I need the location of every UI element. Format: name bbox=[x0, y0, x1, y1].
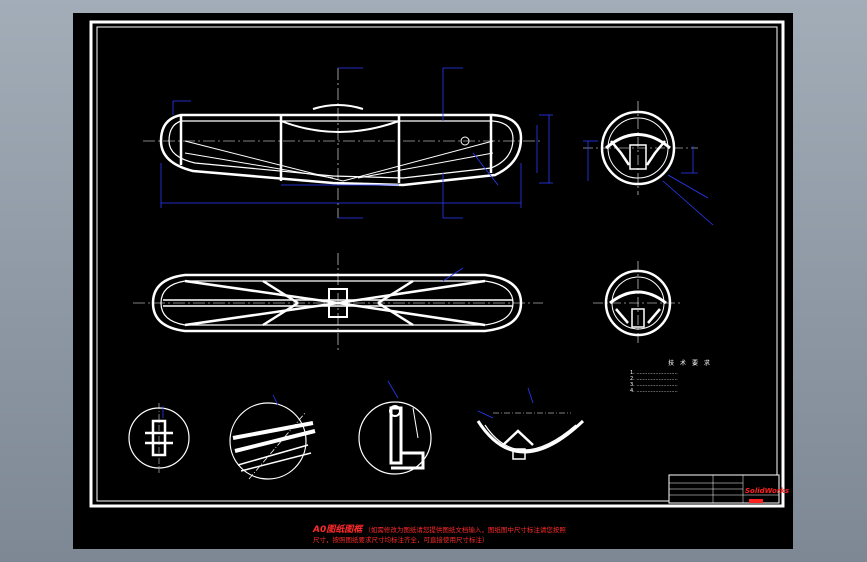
outer-frame bbox=[89, 20, 785, 508]
title-block bbox=[668, 474, 780, 504]
footer-line-2: 尺寸，按照图纸要求尺寸均标注齐全，可直接使用尺寸标注） bbox=[313, 536, 489, 544]
detail-view-a bbox=[128, 403, 190, 473]
cad-drawing-canvas: 技 术 要 求 1. .......................... 2.… bbox=[73, 13, 793, 549]
detail-leaders bbox=[162, 380, 534, 418]
front-view bbox=[159, 104, 523, 187]
technical-notes: 技 术 要 求 1. .......................... 2.… bbox=[630, 360, 750, 395]
note-line: 2. .......................... bbox=[630, 376, 678, 382]
footer-line-1: （如需修改为图纸请您提供图纸文档输入，图纸图中尺寸标注请您按照 bbox=[364, 526, 566, 534]
footer-notes: A0图纸图框 （如需修改为图纸请您提供图纸文档输入，图纸图中尺寸标注请您按照 尺… bbox=[313, 525, 783, 545]
note-line: 4. .......................... bbox=[630, 388, 678, 394]
front-view-dimensions bbox=[160, 67, 553, 219]
inner-frame bbox=[96, 26, 778, 502]
cad-drawing bbox=[89, 20, 785, 508]
detail-view-c bbox=[358, 401, 432, 475]
note-line: 3. .......................... bbox=[630, 382, 678, 388]
title-block-logo: SolidWorks bbox=[745, 487, 790, 495]
notes-heading: 技 术 要 求 bbox=[668, 360, 712, 367]
detail-view-b bbox=[229, 402, 316, 480]
note-line: 1. .......................... bbox=[630, 370, 678, 376]
side-view-dimensions bbox=[583, 140, 714, 226]
footer-title: A0图纸图框 bbox=[313, 525, 363, 535]
detail-view-d bbox=[476, 410, 585, 460]
